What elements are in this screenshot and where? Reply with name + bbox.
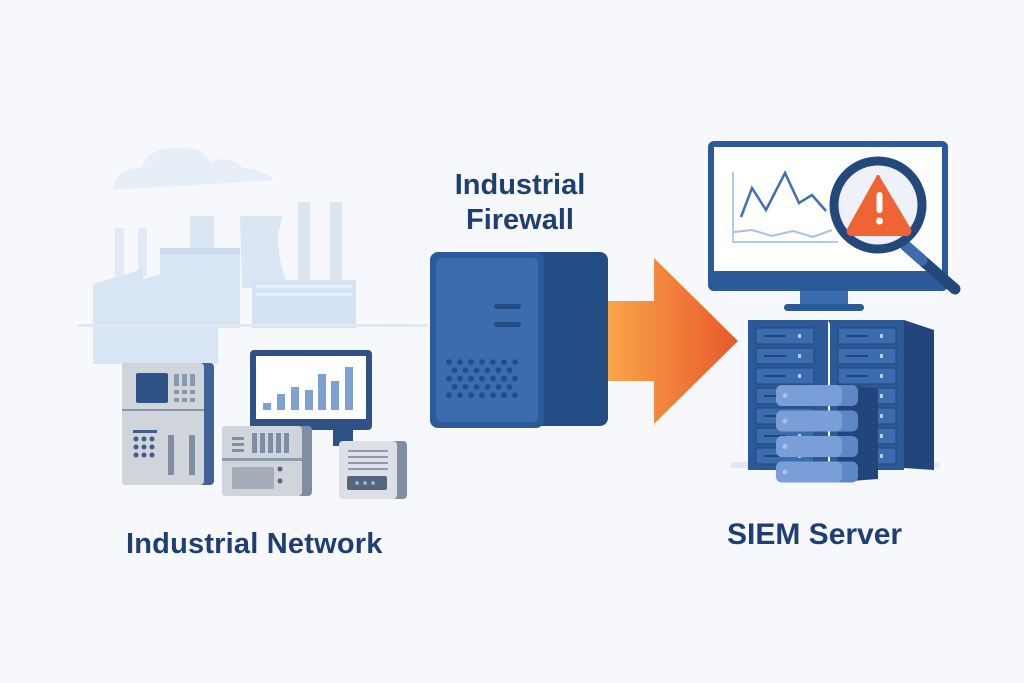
factory-icon — [78, 147, 428, 364]
vent-hole — [501, 375, 507, 382]
vent-hole — [495, 367, 502, 374]
firewall-label-line1: Industrial — [454, 169, 586, 201]
warning-icon — [846, 175, 912, 236]
arrow-right-icon — [608, 258, 738, 424]
vent-hole — [495, 384, 502, 390]
gateway-device-icon — [339, 441, 407, 499]
vent-hole — [512, 375, 518, 382]
vent-hole — [451, 367, 458, 374]
vent-hole — [468, 392, 474, 399]
vent-hole — [484, 367, 491, 374]
magnifier-icon — [829, 156, 961, 295]
vent-hole — [479, 392, 485, 399]
io-module-icon — [222, 426, 312, 496]
firewall-appliance-icon — [430, 252, 608, 428]
cloud-shape — [113, 147, 275, 190]
vent-hole — [479, 359, 485, 365]
vent-hole — [451, 384, 458, 390]
vent-hole — [457, 375, 463, 382]
vent-hole — [501, 392, 507, 399]
vent-hole — [501, 359, 507, 365]
vent-hole — [468, 375, 474, 382]
vent-hole — [506, 367, 513, 374]
plc-controller-icon — [122, 363, 214, 485]
vent-hole — [512, 359, 518, 365]
firewall-label: Industrial Firewall — [445, 168, 595, 238]
vent-hole — [446, 392, 452, 399]
vent-hole — [490, 359, 496, 365]
vent-hole — [457, 392, 463, 399]
vent-hole — [473, 384, 480, 390]
vent-hole — [462, 384, 469, 390]
vent-hole — [506, 384, 513, 390]
industrial-network-label: Industrial Network — [126, 528, 383, 560]
line-series-baseline — [733, 228, 833, 239]
vent-hole — [479, 375, 485, 382]
vent-hole — [468, 359, 474, 365]
vent-hole — [446, 359, 452, 365]
vent-holes — [446, 359, 518, 399]
firewall-label-line2: Firewall — [466, 204, 574, 236]
vent-hole — [484, 384, 491, 390]
siem-server-label: SIEM Server — [727, 518, 903, 551]
vent-hole — [490, 392, 496, 399]
vent-hole — [462, 367, 469, 374]
vent-hole — [446, 375, 452, 382]
line-series-main — [739, 170, 827, 218]
ground-line — [78, 324, 428, 327]
vent-hole — [490, 375, 496, 382]
chart-axes — [732, 172, 838, 243]
database-stack-icon — [776, 383, 878, 483]
vent-hole — [473, 367, 480, 374]
bar-chart — [263, 367, 353, 410]
vent-hole — [512, 392, 518, 399]
vent-hole — [457, 359, 463, 365]
